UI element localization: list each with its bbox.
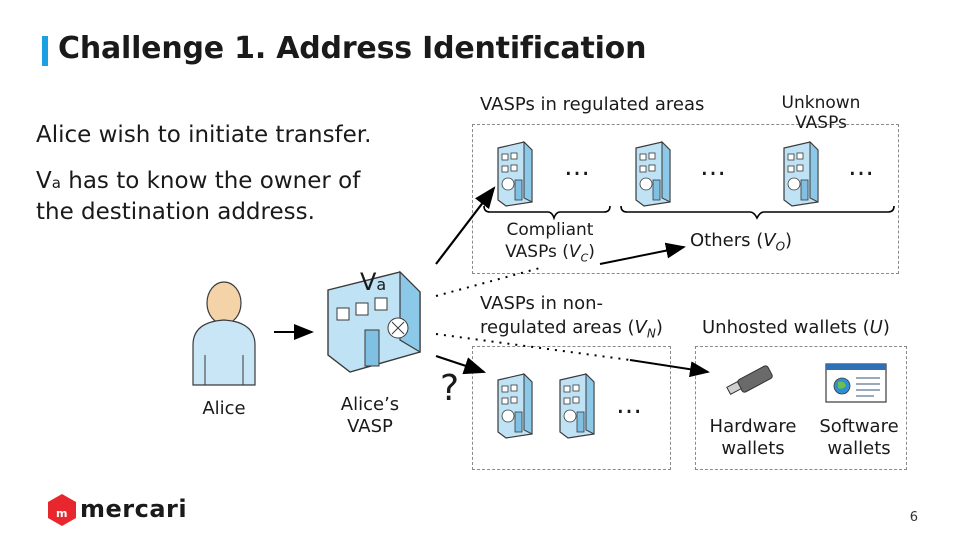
nonregulated-vasp-building-icon-2 bbox=[559, 373, 595, 439]
unknown-vasp-building-icon bbox=[783, 141, 819, 207]
others-label: Others (VO) bbox=[690, 230, 793, 254]
nonregulated-vasp-building-icon-1 bbox=[497, 373, 533, 439]
alice-label: Alice bbox=[202, 398, 246, 419]
alice-person-icon bbox=[192, 281, 256, 386]
other-vasp-building-icon bbox=[635, 141, 671, 207]
nonregulated-areas-label: VASPs in non- regulated areas (VN) bbox=[480, 293, 663, 341]
software-wallet-window-icon bbox=[825, 363, 887, 403]
va-label: Va bbox=[360, 268, 387, 296]
regulated-areas-title: VASPs in regulated areas bbox=[480, 94, 705, 115]
body-line-1: Alice wish to initiate transfer. bbox=[36, 122, 372, 148]
mercari-logo-text: mercari bbox=[80, 495, 188, 523]
nonregulated-ellipsis: … bbox=[616, 390, 644, 420]
usb-hardware-wallet-icon bbox=[726, 365, 773, 396]
unknown-ellipsis: … bbox=[848, 152, 876, 182]
unhosted-wallets-label: Unhosted wallets (U) bbox=[702, 317, 890, 338]
unhosted-wallets-box bbox=[695, 346, 907, 470]
compliant-ellipsis: … bbox=[564, 152, 592, 182]
compliant-vasps-label: Compliant VASPs (VC) bbox=[505, 220, 595, 265]
page-number: 6 bbox=[909, 510, 918, 525]
body-line-3: the destination address. bbox=[36, 199, 315, 225]
nonregulated-areas-box bbox=[472, 346, 671, 470]
others-ellipsis: … bbox=[700, 152, 728, 182]
title-accent-bar bbox=[42, 36, 48, 66]
regulated-areas-box bbox=[472, 124, 899, 274]
svg-text:m: m bbox=[56, 507, 67, 520]
body-line-2: Va has to know the owner of bbox=[36, 168, 361, 194]
mercari-logo-icon: m bbox=[48, 494, 76, 526]
question-mark: ? bbox=[440, 368, 460, 409]
slide-title: Challenge 1. Address Identification bbox=[58, 31, 647, 66]
alice-vasp-building-icon bbox=[327, 270, 421, 373]
compliant-vasp-building-icon bbox=[497, 141, 533, 207]
